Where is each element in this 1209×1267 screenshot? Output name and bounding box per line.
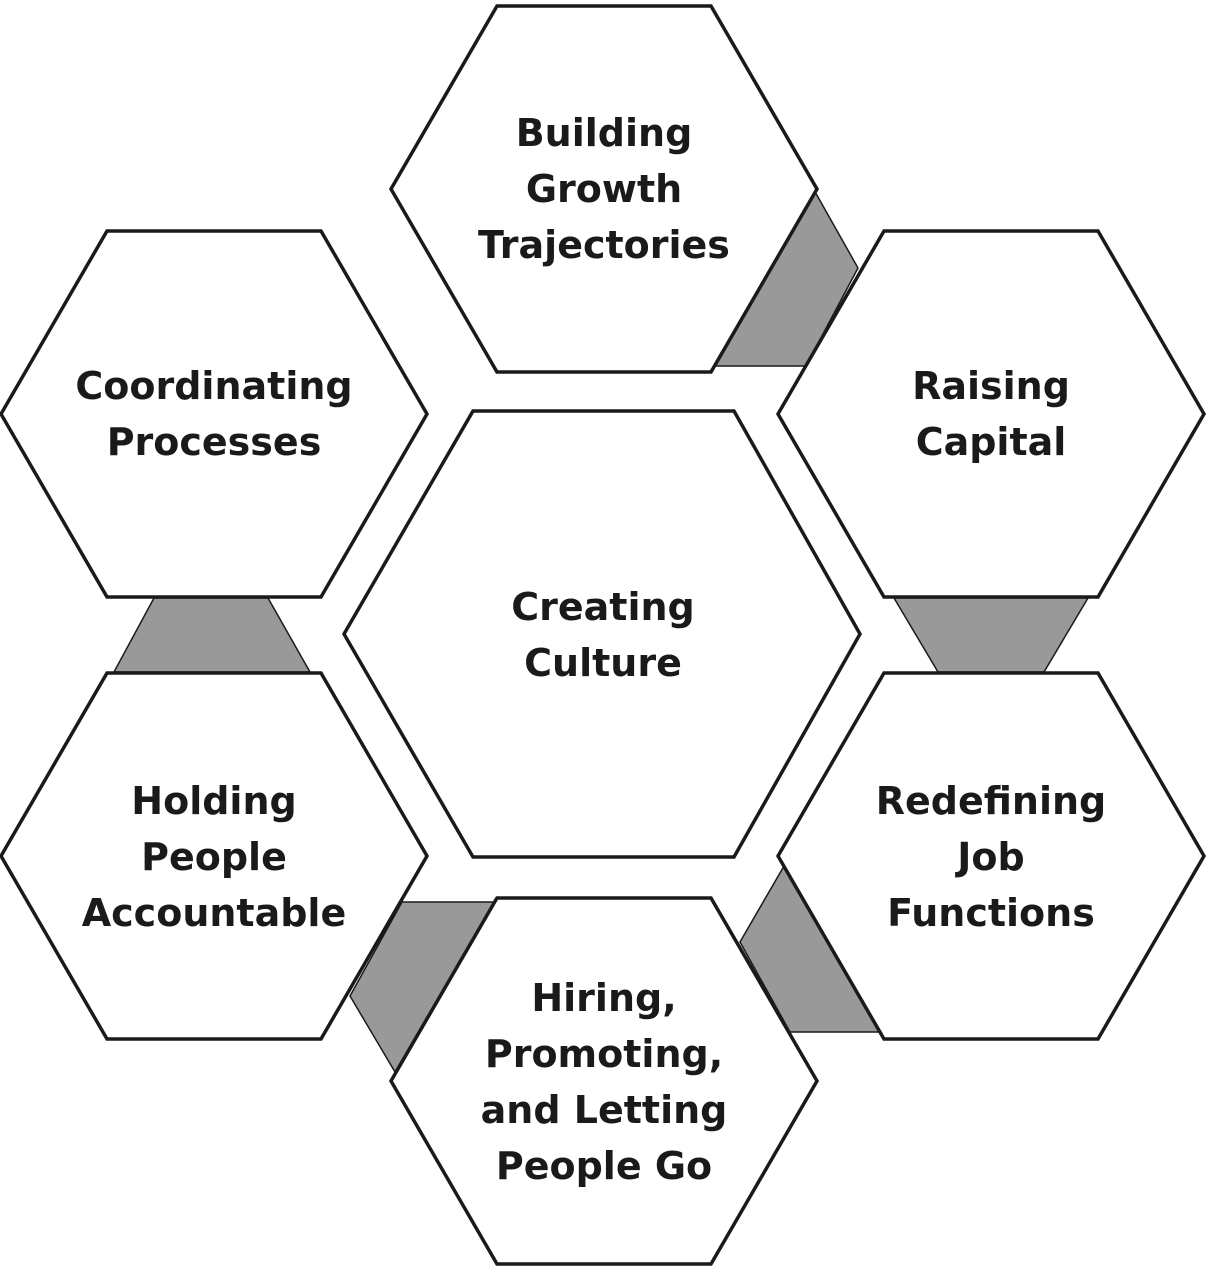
upper-right-label-line-1: Raising [912, 364, 1070, 408]
lower-right-label-line-3: Functions [887, 891, 1095, 935]
bottom-label-line-4: People Go [496, 1144, 712, 1188]
bottom-label-line-1: Hiring, [531, 976, 676, 1020]
lower-right-label-line-2: Job [954, 835, 1024, 879]
lower-left-label-line-2: People [141, 835, 287, 879]
hexagon-center [341, 409, 863, 859]
upper-left-label-line-2: Processes [107, 420, 322, 464]
hexagon-upper-right [775, 229, 1207, 599]
lower-right-label-line-1: Redefining [876, 779, 1107, 823]
connector-upper-right-to-lower-right [892, 597, 1090, 673]
hexagon-lower-left [0, 671, 430, 1041]
top-label-line-1: Building [516, 111, 693, 155]
hexagon-lower-right [775, 671, 1207, 1041]
hexagon-bottom [388, 896, 820, 1266]
top-label-line-3: Trajectories [478, 223, 730, 267]
top-label-line-2: Growth [526, 167, 682, 211]
center-label-line-2: Culture [524, 641, 682, 685]
upper-left-label-line-1: Coordinating [75, 364, 352, 408]
center-label-line-1: Creating [511, 585, 695, 629]
upper-right-label-line-2: Capital [916, 420, 1067, 464]
lower-left-label-line-3: Accountable [82, 891, 346, 935]
hexagon-top [388, 4, 820, 374]
connector-upper-left-to-lower-left [112, 597, 312, 673]
lower-left-label-line-1: Holding [131, 779, 296, 823]
bottom-label-line-3: and Letting [481, 1088, 728, 1132]
bottom-label-line-2: Promoting, [485, 1032, 723, 1076]
hexagon-upper-left [0, 229, 430, 599]
